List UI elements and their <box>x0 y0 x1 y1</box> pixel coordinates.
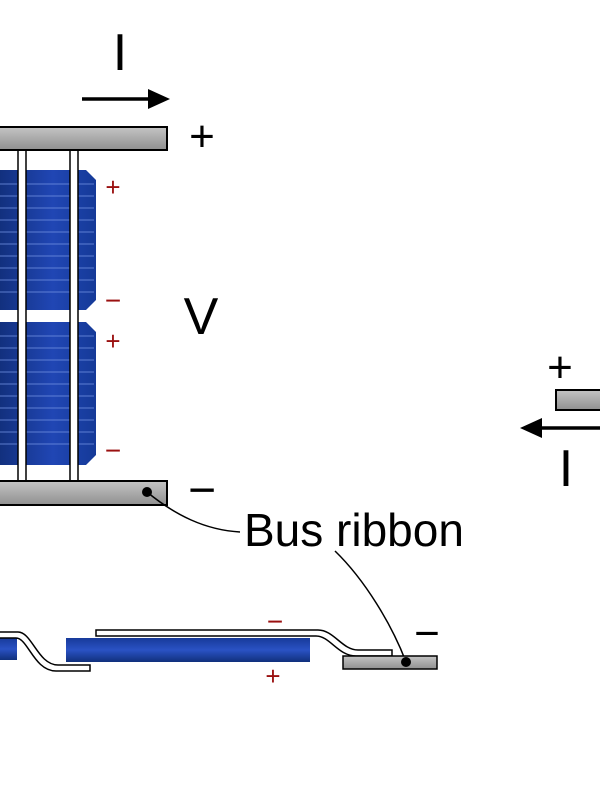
minus-terminal-bottom: − <box>188 464 216 517</box>
plus-terminal-right: + <box>547 343 573 392</box>
side-cell-minus-label: − <box>267 606 283 637</box>
current-arrow-right-icon <box>82 89 170 109</box>
bus-bar-top <box>0 126 168 151</box>
solar-cell-top <box>0 170 96 310</box>
current-label-top: I <box>113 24 127 82</box>
bus-ribbon-leader-bottom <box>334 550 407 663</box>
plus-terminal-top: + <box>189 112 215 161</box>
cell1-plus-label: + <box>105 172 120 202</box>
cell1-minus-label: − <box>105 285 121 316</box>
cell2-plus-label: + <box>105 326 120 356</box>
side-bus-minus-label: − <box>414 609 440 658</box>
bus-ribbon-label: Bus ribbon <box>244 504 464 556</box>
cell2-minus-label: − <box>105 435 121 466</box>
current-label-right: I <box>559 440 573 498</box>
side-cell-plus-label: + <box>265 661 280 691</box>
bus-ribbon-leader-top <box>146 491 241 533</box>
side-interconnect-ribbon <box>0 631 91 672</box>
side-cell-right <box>66 638 310 662</box>
bus-ribbon-dot-side <box>401 657 411 667</box>
side-cell-left <box>0 638 17 660</box>
current-arrow-left-icon <box>520 418 600 438</box>
solar-cell-bottom <box>0 322 96 465</box>
side-view <box>0 629 438 672</box>
side-bus-bar <box>342 655 438 670</box>
bus-bar-right-partial <box>555 389 600 411</box>
bus-bar-bottom <box>0 480 168 506</box>
voltage-label: V <box>184 288 219 346</box>
